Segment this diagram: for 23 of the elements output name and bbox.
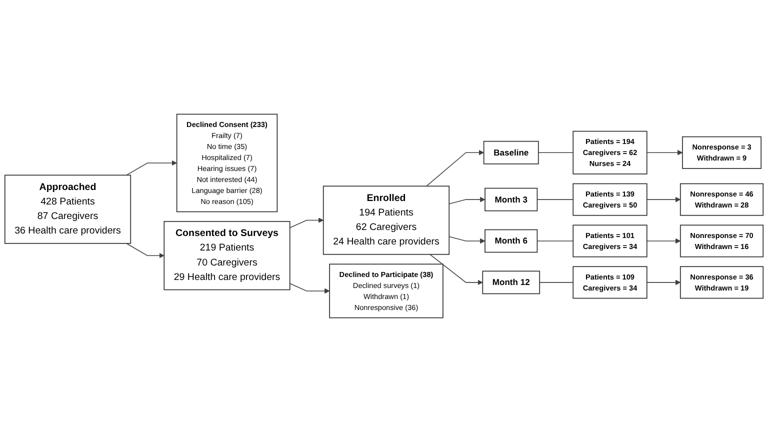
connector	[539, 282, 574, 283]
node-box: Month 6	[484, 229, 538, 253]
arrow	[289, 283, 330, 294]
arrow	[289, 218, 324, 228]
node-box: Approached 428 Patients 87 Caregivers 36 Health care providers	[4, 174, 132, 244]
arrow	[126, 160, 178, 176]
node-box: Month 12	[482, 270, 540, 294]
node-box: Enrolled 194 Patients 62 Caregivers 24 Health care providers	[322, 186, 450, 255]
arrow	[646, 150, 683, 156]
node-box: Baseline	[483, 140, 539, 164]
connector	[536, 240, 574, 242]
arrow	[426, 150, 484, 187]
node-box: Month 3	[484, 188, 538, 212]
arrow	[448, 236, 486, 244]
connector	[536, 199, 574, 200]
arrow	[448, 196, 486, 204]
connector	[538, 152, 574, 154]
arrow	[126, 243, 164, 258]
arrow	[646, 196, 681, 202]
arrow	[430, 254, 483, 286]
node-box: Consented to Surveys 219 Patients 70 Caregivers 29 Health care providers	[164, 221, 290, 290]
arrow	[646, 280, 681, 286]
arrow	[646, 238, 681, 244]
